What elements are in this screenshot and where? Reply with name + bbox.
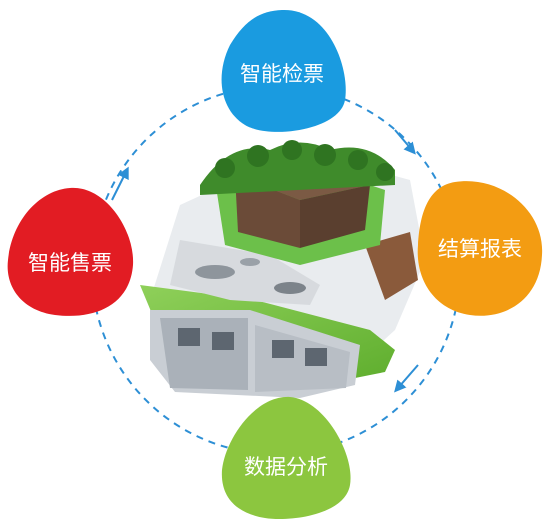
- node-top-blob: [221, 9, 346, 132]
- node-left: 智能售票: [7, 187, 134, 316]
- node-bottom: 数据分析: [221, 396, 351, 520]
- node-left-blob: [7, 187, 134, 316]
- cycle-arrow-top-right: [394, 129, 416, 155]
- node-right-label: 结算报表: [438, 237, 522, 261]
- cycle-arrow-bottom-right: [394, 364, 419, 393]
- node-right-blob: [417, 181, 543, 316]
- cycle-arrow-left: [111, 166, 129, 201]
- node-left-label: 智能售票: [28, 251, 112, 275]
- node-bottom-label: 数据分析: [244, 455, 328, 479]
- park-illustration: [140, 140, 425, 398]
- node-right: 结算报表: [417, 181, 543, 316]
- node-top: 智能检票: [221, 9, 346, 132]
- node-bottom-blob: [221, 396, 351, 520]
- node-top-label: 智能检票: [240, 62, 324, 86]
